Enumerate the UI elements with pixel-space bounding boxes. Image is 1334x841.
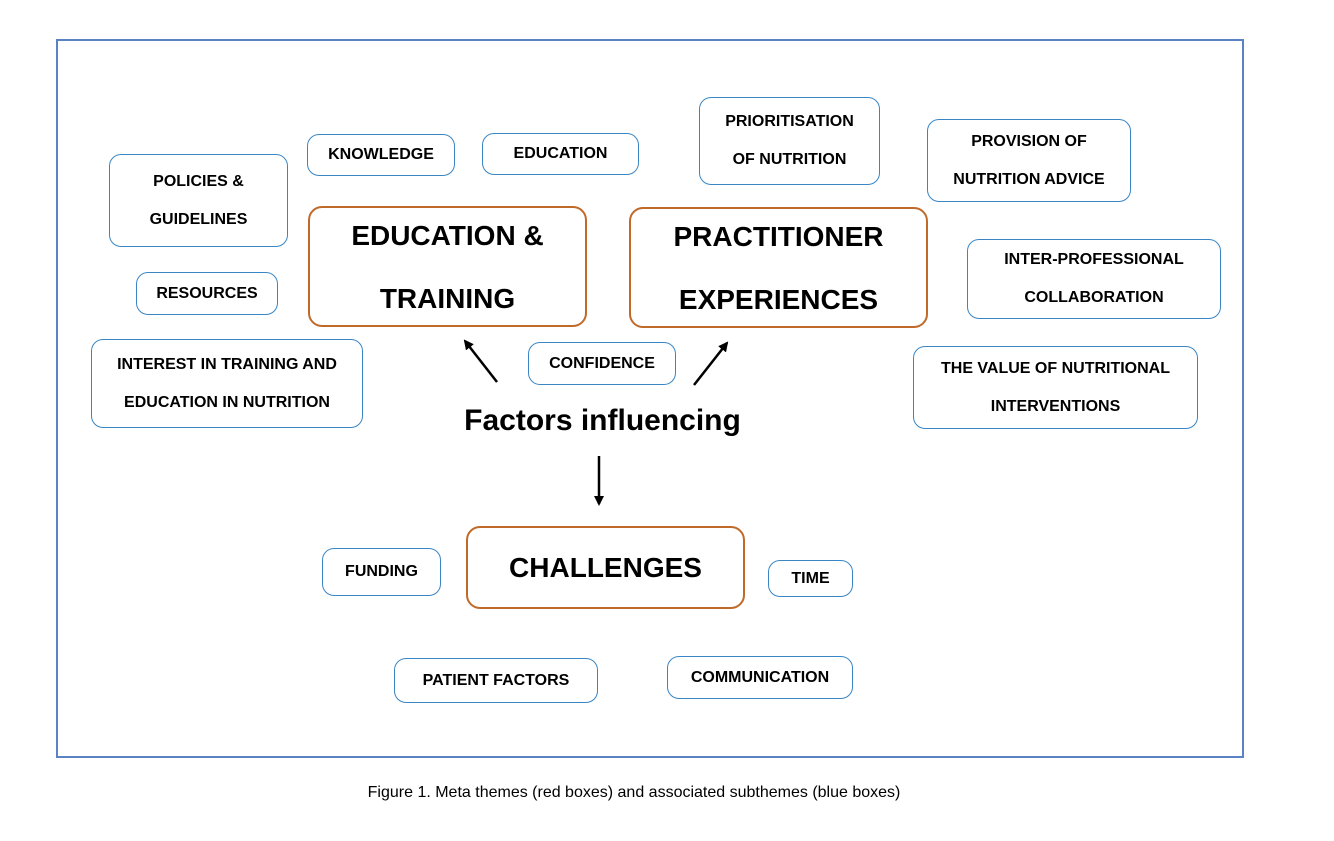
- sub-provision-advice: PROVISION OF NUTRITION ADVICE: [927, 119, 1131, 202]
- sub-label-line: INTEREST IN TRAINING AND: [117, 355, 337, 373]
- figure-caption: Figure 1. Meta themes (red boxes) and as…: [367, 784, 901, 801]
- sub-confidence: CONFIDENCE: [528, 342, 676, 385]
- meta-practitioner-experiences: PRACTITIONER EXPERIENCES: [629, 207, 928, 328]
- sub-knowledge: KNOWLEDGE: [307, 134, 455, 176]
- meta-label-line: EXPERIENCES: [678, 283, 879, 315]
- figure-frame: [56, 39, 1244, 758]
- sub-label-line: INTER-PROFESSIONAL: [1004, 251, 1184, 268]
- meta-label-line: PRACTITIONER: [673, 220, 884, 252]
- sub-label-line: CONFIDENCE: [549, 354, 655, 372]
- sub-label-line: PATIENT FACTORS: [422, 671, 570, 689]
- sub-label-line: EDUCATION: [513, 145, 608, 162]
- sub-label-line: TIME: [791, 569, 830, 587]
- sub-label-line: EDUCATION IN NUTRITION: [124, 393, 330, 411]
- sub-inter-professional: INTER-PROFESSIONAL COLLABORATION: [967, 239, 1221, 319]
- sub-label-line: GUIDELINES: [149, 210, 248, 228]
- sub-label-line: NUTRITION ADVICE: [953, 170, 1105, 188]
- meta-challenges: CHALLENGES: [466, 526, 745, 609]
- sub-patient-factors: PATIENT FACTORS: [394, 658, 598, 703]
- sub-policies-guidelines: POLICIES & GUIDELINES: [109, 154, 288, 247]
- sub-funding: FUNDING: [322, 548, 441, 596]
- sub-interest-training: INTEREST IN TRAINING AND EDUCATION IN NU…: [91, 339, 363, 428]
- meta-label-line: CHALLENGES: [509, 551, 702, 583]
- sub-resources: RESOURCES: [136, 272, 278, 315]
- sub-label-line: POLICIES &: [153, 172, 244, 190]
- sub-label-line: KNOWLEDGE: [328, 146, 434, 163]
- meta-label-line: EDUCATION &: [351, 219, 544, 251]
- center-label: Factors influencing: [464, 404, 741, 437]
- sub-label-line: RESOURCES: [156, 284, 258, 302]
- arrow-to-practitioner-experiences: [693, 341, 729, 386]
- sub-time: TIME: [768, 560, 853, 597]
- sub-label-line: PROVISION OF: [971, 132, 1087, 150]
- sub-label-line: COMMUNICATION: [690, 668, 830, 686]
- meta-label-line: TRAINING: [379, 282, 516, 314]
- sub-label-line: THE VALUE OF NUTRITIONAL: [940, 359, 1171, 377]
- sub-value-interventions: THE VALUE OF NUTRITIONAL INTERVENTIONS: [913, 346, 1198, 429]
- meta-education-training: EDUCATION & TRAINING: [308, 206, 587, 327]
- sub-label-line: INTERVENTIONS: [990, 397, 1121, 415]
- sub-label-line: FUNDING: [345, 563, 418, 580]
- sub-label-line: COLLABORATION: [1024, 289, 1164, 306]
- sub-label-line: PRIORITISATION: [725, 113, 854, 130]
- sub-label-line: OF NUTRITION: [732, 151, 847, 168]
- arrow-to-education-training: [463, 339, 498, 383]
- sub-prioritisation: PRIORITISATION OF NUTRITION: [699, 97, 880, 185]
- sub-education: EDUCATION: [482, 133, 639, 175]
- sub-communication: COMMUNICATION: [667, 656, 853, 699]
